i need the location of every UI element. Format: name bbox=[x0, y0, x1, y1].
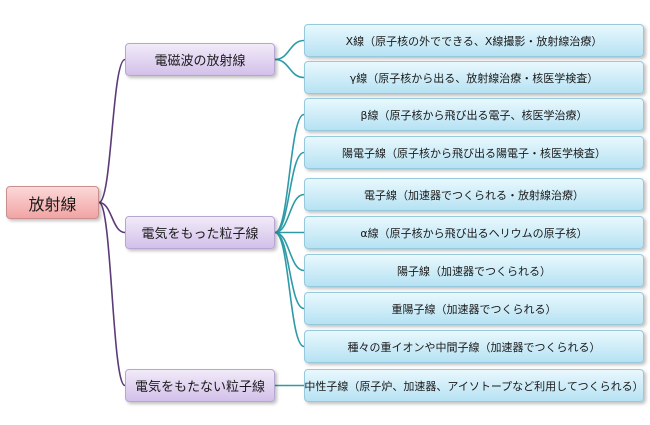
leaf-proton: 陽子線（加速器でつくられる） bbox=[304, 254, 644, 287]
leaf-heavy-ion-meson: 種々の重イオンや中間子線（加速器でつくられる） bbox=[304, 330, 644, 363]
leaf-neutron: 中性子線（原子炉、加速器、アイソトープなど利用してつくられる） bbox=[304, 369, 644, 402]
leaf-gamma-ray: γ線（原子核から出る、放射線治療・核医学検査） bbox=[304, 61, 644, 94]
root-node: 放射線 bbox=[6, 186, 99, 219]
leaf-deuteron: 重陽子線（加速器でつくられる） bbox=[304, 292, 644, 325]
category-leaf-connector bbox=[274, 231, 305, 348]
category-leaf-connector bbox=[274, 58, 305, 79]
root-category-connector bbox=[98, 58, 126, 204]
leaf-x-ray: X線（原子核の外でできる、X線撮影・放射線治療） bbox=[304, 24, 644, 57]
category-leaf-connector bbox=[274, 113, 305, 234]
category-electromagnetic: 電磁波の放射線 bbox=[125, 43, 275, 76]
leaf-alpha-ray: α線（原子核から飛び出るヘリウムの原子核） bbox=[304, 216, 644, 249]
category-charged-particle: 電気をもった粒子線 bbox=[125, 216, 275, 249]
category-leaf-connector bbox=[274, 193, 305, 234]
root-category-connector bbox=[98, 201, 126, 387]
leaf-positron: 陽電子線（原子核から飛び出る陽電子・核医学検査） bbox=[304, 136, 644, 169]
leaf-beta-ray: β線（原子核から飛び出る電子、核医学治療） bbox=[304, 98, 644, 131]
root-category-connector bbox=[98, 201, 126, 234]
category-leaf-connector bbox=[274, 151, 305, 234]
category-neutral-particle: 電気をもたない粒子線 bbox=[125, 369, 275, 402]
category-leaf-connector bbox=[274, 39, 305, 61]
category-leaf-connector bbox=[274, 231, 305, 310]
leaf-electron: 電子線（加速器でつくられる・放射線治療） bbox=[304, 178, 644, 211]
